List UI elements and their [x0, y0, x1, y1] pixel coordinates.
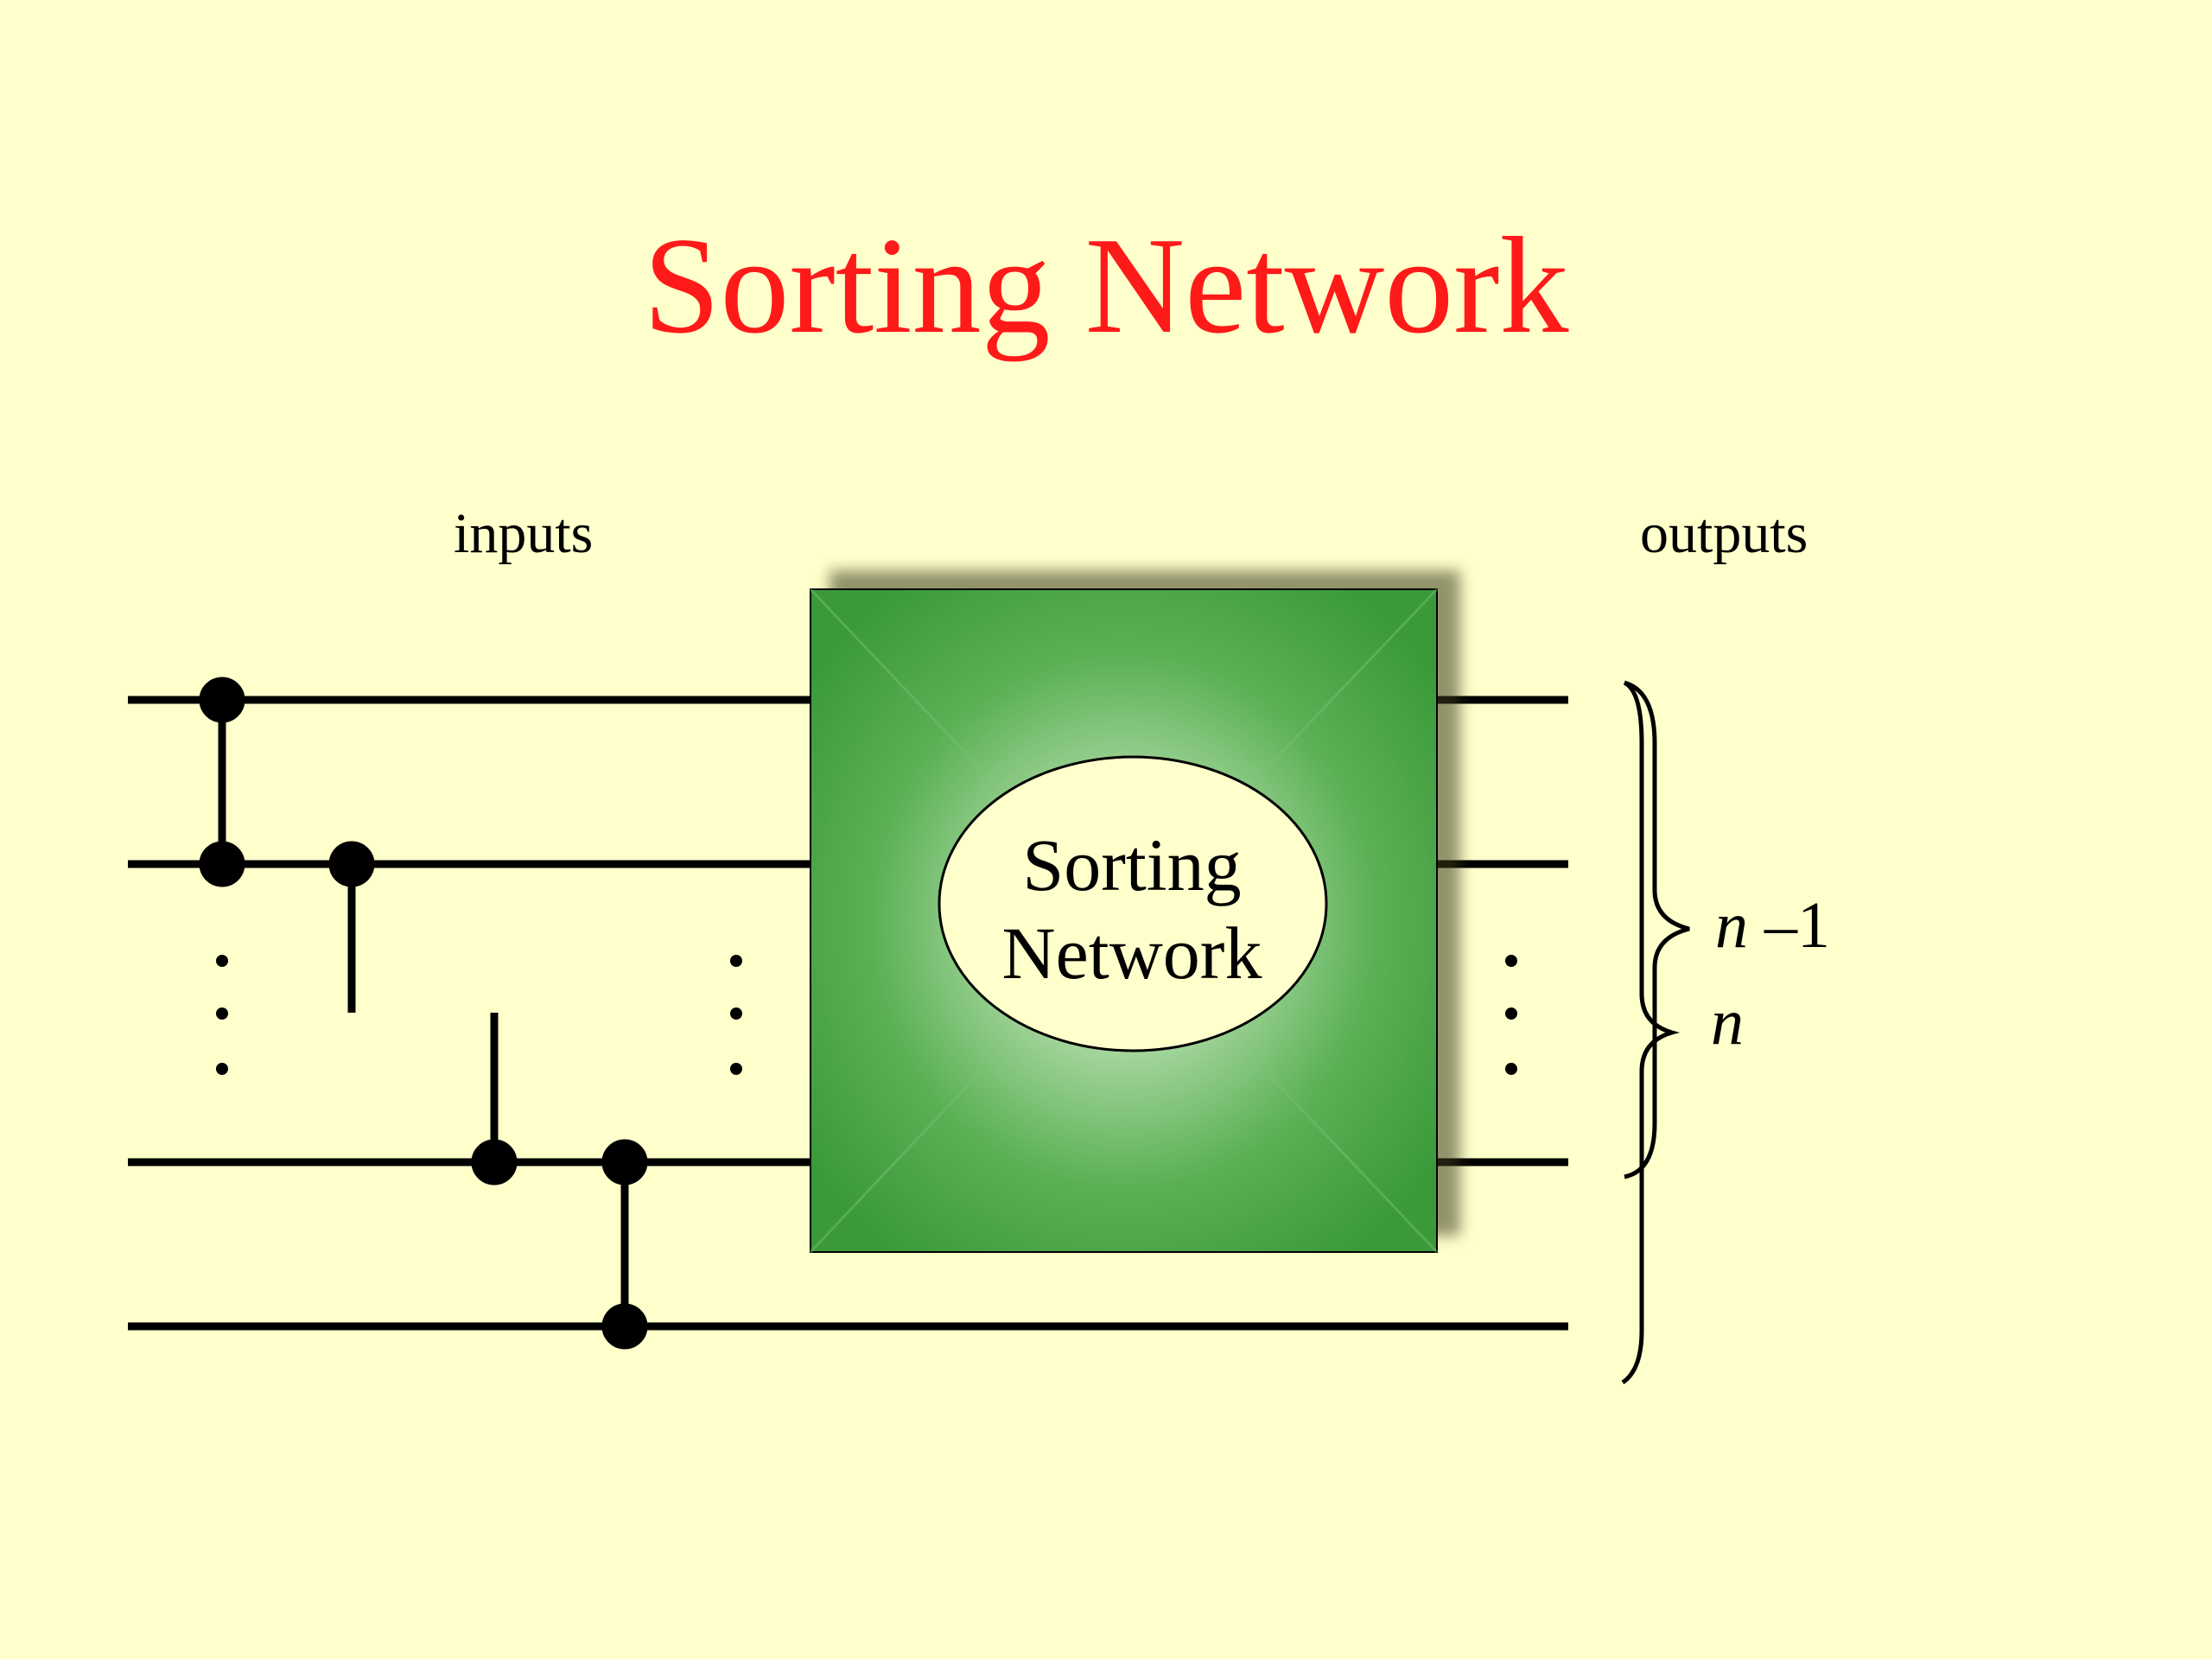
inputs-label: inputs [454, 502, 594, 565]
brace-n-minus-1 [1624, 680, 1690, 1179]
box-label-line-2: Network [1001, 912, 1262, 995]
box-label: Sorting Network [938, 821, 1325, 997]
comparators [199, 677, 648, 1350]
comparator-node [601, 1303, 648, 1350]
comparator-node [199, 677, 245, 723]
label-n: n [1711, 986, 1744, 1058]
ellipsis-dots [216, 955, 1517, 1075]
slide-title: Sorting Network [643, 208, 1569, 362]
comparator-node [471, 1139, 518, 1185]
comparator-node [199, 841, 245, 887]
box-label-line-1: Sorting [1022, 823, 1242, 906]
label-n-minus-1-var: n [1715, 889, 1748, 962]
outputs-label: outputs [1640, 502, 1808, 565]
braces [1621, 680, 1690, 1385]
box-ellipse [938, 755, 1328, 1052]
comparator-node [601, 1139, 648, 1185]
label-n-minus-1-op: – [1748, 889, 1797, 962]
box-bevel [809, 588, 1439, 1254]
label-n-minus-1: n –1 [1715, 893, 1830, 958]
comparator-node [328, 841, 375, 887]
label-n-minus-1-num: 1 [1797, 889, 1830, 962]
brace-n [1621, 680, 1681, 1385]
